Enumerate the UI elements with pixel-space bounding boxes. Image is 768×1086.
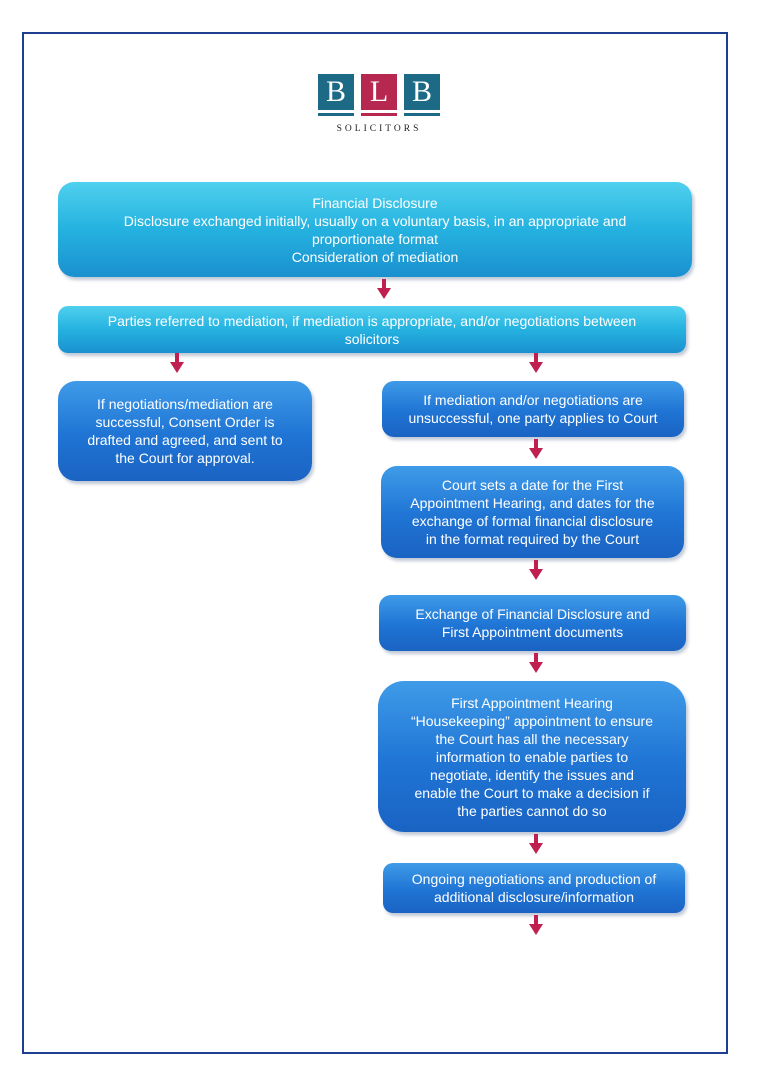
node-negotiations-successful: If negotiations/mediation are successful… (58, 381, 312, 481)
logo-underline (361, 113, 397, 116)
node-exchange-disclosure-text: Exchange of Financial Disclosure and Fir… (415, 606, 650, 640)
node-exchange-disclosure: Exchange of Financial Disclosure and Fir… (379, 595, 686, 651)
node-negotiations-successful-text: If negotiations/mediation are successful… (87, 396, 283, 466)
node-court-sets-date-text: Court sets a date for the First Appointm… (410, 477, 655, 547)
arrow-down-icon (170, 353, 184, 373)
arrow-down-icon (529, 560, 543, 580)
node-financial-disclosure-text: Financial Disclosure Disclosure exchange… (123, 194, 627, 265)
arrow-down-icon (529, 653, 543, 673)
logo-letter-b-right: B (404, 74, 440, 110)
node-negotiations-unsuccessful: If mediation and/or negotiations are uns… (382, 381, 684, 437)
node-first-appointment-hearing-text: First Appointment Hearing “Housekeeping”… (410, 694, 654, 819)
node-financial-disclosure: Financial Disclosure Disclosure exchange… (58, 182, 692, 277)
arrow-down-icon (529, 353, 543, 373)
arrow-down-icon (529, 915, 543, 935)
logo-underline (404, 113, 440, 116)
node-ongoing-negotiations-text: Ongoing negotiations and production of a… (411, 871, 657, 905)
node-first-appointment-hearing: First Appointment Hearing “Housekeeping”… (378, 681, 686, 832)
node-negotiations-unsuccessful-text: If mediation and/or negotiations are uns… (408, 392, 658, 426)
logo-letters: B L B (318, 74, 440, 110)
logo-underline (318, 113, 354, 116)
arrow-down-icon (529, 439, 543, 459)
arrow-down-icon (529, 834, 543, 854)
node-mediation-referral-text: Parties referred to mediation, if mediat… (107, 312, 637, 347)
node-ongoing-negotiations: Ongoing negotiations and production of a… (383, 863, 685, 913)
node-court-sets-date: Court sets a date for the First Appointm… (381, 466, 684, 558)
logo-subtitle: SOLICITORS (336, 124, 422, 134)
node-mediation-referral: Parties referred to mediation, if mediat… (58, 306, 686, 353)
logo-letter-b-left: B (318, 74, 354, 110)
arrow-down-icon (377, 279, 391, 299)
logo-letter-l: L (361, 74, 397, 110)
logo-underlines (318, 113, 440, 116)
page-border (22, 32, 728, 1054)
blb-solicitors-logo: B L B SOLICITORS (318, 74, 440, 134)
